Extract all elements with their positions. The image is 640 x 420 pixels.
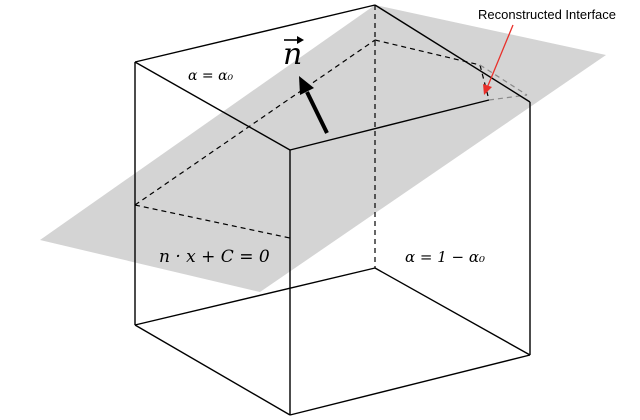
reconstructed-interface-label: Reconstructed Interface: [478, 7, 616, 22]
region-top-label: α = α₀: [188, 68, 234, 84]
interface-polygon-dashed: [134, 39, 490, 239]
normal-vector-arrow: [299, 76, 329, 134]
normal-vector-label: n: [283, 36, 304, 72]
svg-text:n: n: [283, 37, 302, 72]
annotation-arrow: [483, 24, 514, 95]
region-bottom-label: α = 1 − α₀: [405, 248, 485, 266]
visible-cube-edges: [134, 4, 531, 416]
hidden-cube-edges: [134, 5, 376, 268]
plane-equation-label: n · x + C = 0: [159, 247, 270, 267]
cutting-plane: [40, 5, 606, 292]
